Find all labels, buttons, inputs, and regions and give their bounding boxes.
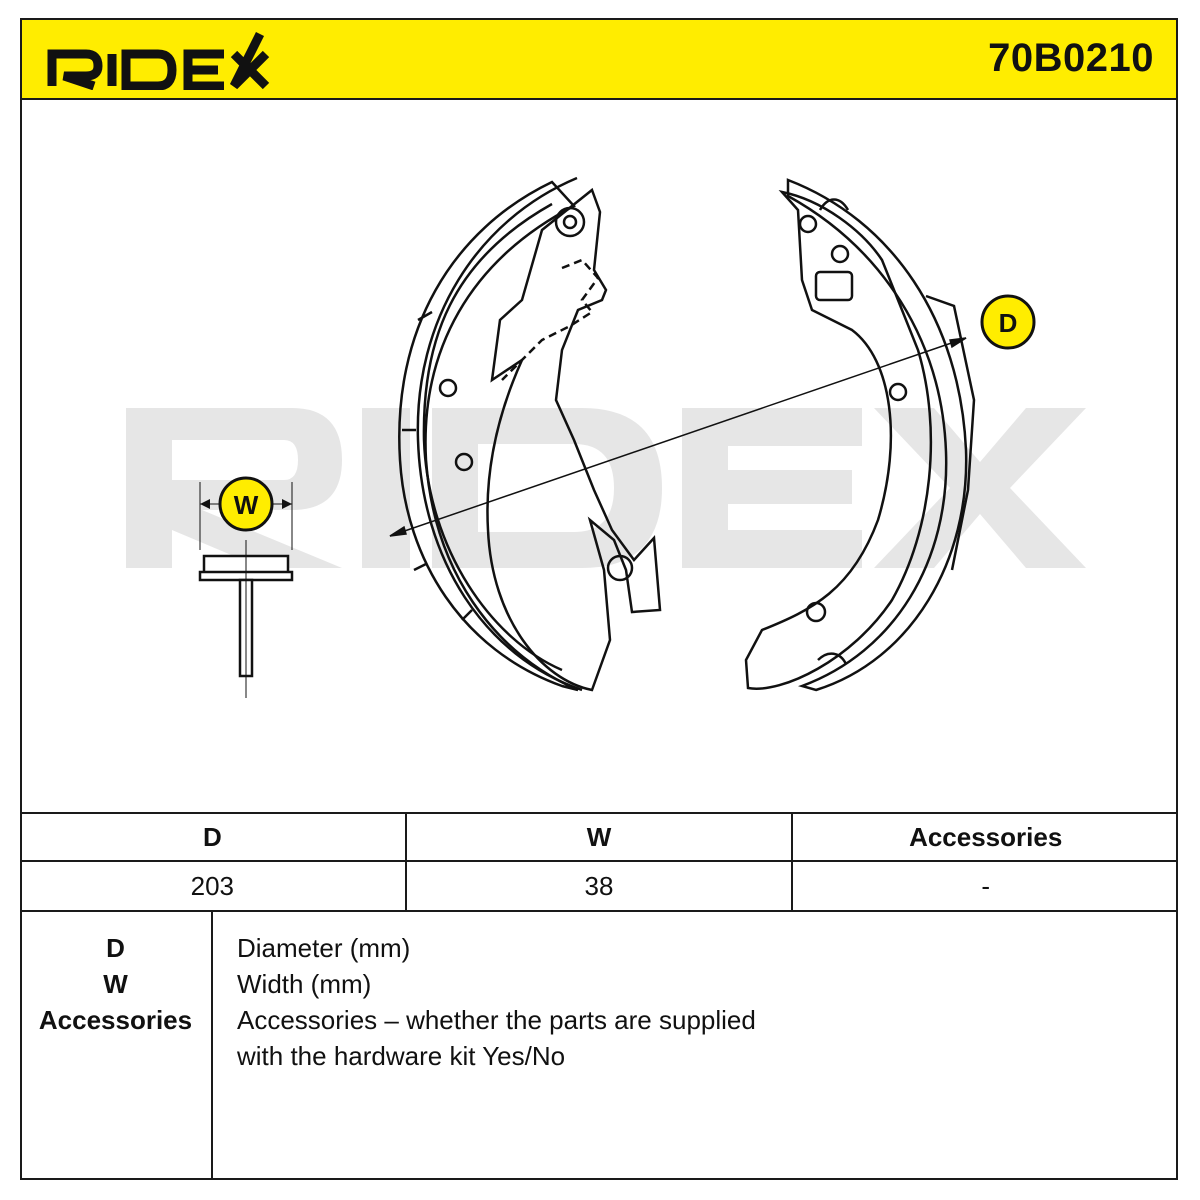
legend-desc-accessories-1: Accessories – whether the parts are supp…	[237, 1005, 756, 1035]
legend-descriptions: Diameter (mm) Width (mm) Accessories – w…	[237, 930, 937, 1074]
spec-table-values: 203 38 -	[20, 862, 1178, 910]
spec-table-header: D W Accessories	[20, 814, 1178, 862]
spec-header-w: W	[404, 814, 792, 860]
right-brake-shoe	[744, 178, 976, 692]
width-side-profile	[198, 482, 294, 698]
legend-desc-diameter: Diameter (mm)	[237, 933, 411, 963]
legend-key-accessories: Accessories	[38, 1005, 193, 1035]
spec-header-accessories: Accessories	[791, 814, 1178, 860]
diameter-dimension-line	[389, 337, 967, 537]
legend: D W Accessories Diameter (mm) Width (mm)…	[20, 910, 1178, 1180]
part-number: 70B0210	[988, 36, 1154, 80]
legend-desc-accessories-2: with the hardware kit Yes/No	[237, 1041, 566, 1071]
spec-header-d: D	[202, 821, 222, 852]
left-brake-shoe	[398, 176, 662, 692]
spec-table: D W Accessories 203 38 -	[20, 812, 1178, 910]
width-badge: W	[218, 476, 274, 532]
diameter-badge-label: D	[999, 308, 1018, 338]
outer-frame	[20, 18, 1178, 1180]
legend-key-w: W	[103, 969, 128, 999]
spec-value-w: 38	[404, 862, 792, 910]
legend-desc-width: Width (mm)	[237, 969, 372, 999]
spec-value-accessories: -	[791, 862, 1178, 910]
legend-key-d: D	[106, 933, 125, 963]
diameter-badge: D	[980, 294, 1036, 350]
legend-keys: D W Accessories	[20, 912, 213, 1180]
width-badge-label: W	[234, 490, 259, 520]
brake-shoe-drawing: D W	[126, 176, 1086, 698]
header-bar: 70B0210	[20, 18, 1178, 100]
spec-value-d: 203	[190, 870, 235, 901]
ridex-logo	[47, 31, 270, 90]
